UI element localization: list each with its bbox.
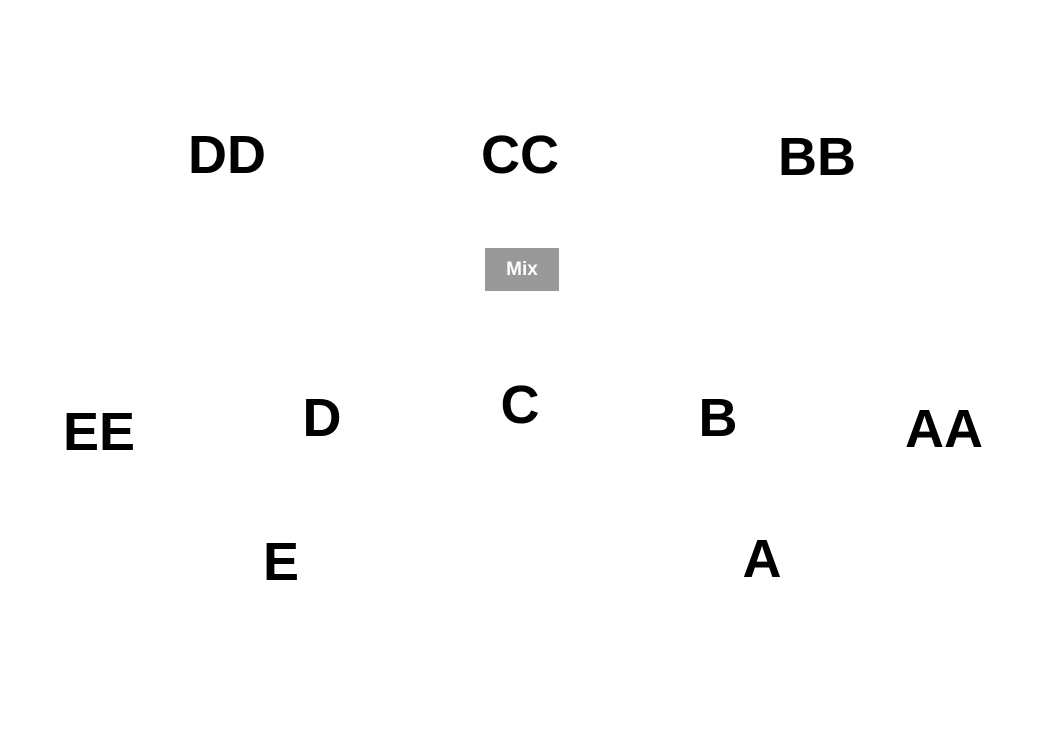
label-c[interactable]: C: [500, 375, 540, 435]
label-a[interactable]: A: [742, 529, 782, 589]
label-d[interactable]: D: [302, 388, 342, 448]
label-bb[interactable]: BB: [778, 127, 856, 187]
label-b[interactable]: B: [698, 388, 738, 448]
mix-button[interactable]: Mix: [485, 248, 559, 291]
label-dd[interactable]: DD: [188, 125, 266, 185]
label-e[interactable]: E: [262, 532, 300, 592]
label-ee[interactable]: EE: [62, 402, 136, 462]
label-cc[interactable]: CC: [481, 125, 559, 185]
label-aa[interactable]: AA: [905, 399, 983, 459]
